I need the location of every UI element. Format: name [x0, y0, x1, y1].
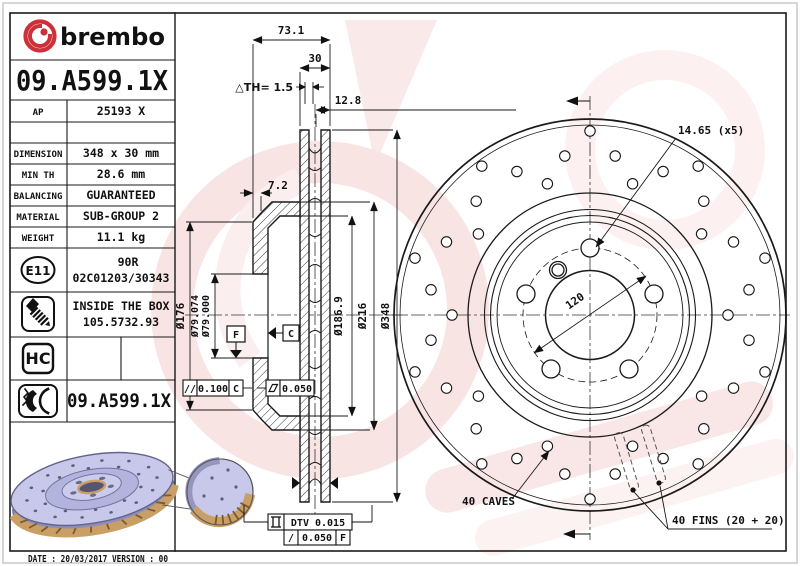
- pad-part-number: 09.A599.1X: [67, 390, 172, 412]
- row-label: MIN TH: [22, 171, 55, 181]
- dtv-runout-tolerances: DTV 0.015 / 0.050 F: [243, 505, 373, 546]
- pad-wear-icon: [18, 384, 58, 418]
- disc-3d-image: [9, 451, 256, 538]
- flatness-tolerance: 0.050: [257, 379, 315, 397]
- datum-f-label: F: [233, 330, 239, 341]
- screw-icon: [21, 296, 55, 332]
- parallelism-symbol: //: [184, 384, 196, 395]
- e11-line2: 02C01203/30343: [73, 271, 170, 285]
- parallelism-datum: C: [233, 384, 239, 395]
- dim-disc-od: Ø348: [379, 303, 392, 331]
- runout-symbol: /: [288, 533, 294, 544]
- label-caves: 40 CAVES: [462, 495, 515, 508]
- bolt-holes: [516, 238, 664, 379]
- parallelism-value: 0.100: [198, 384, 228, 395]
- drilled-holes: [409, 125, 771, 505]
- rotation-arrow-top: [566, 96, 590, 106]
- date-version-line: DATE : 20/03/2017 VERSION : 00: [28, 554, 168, 565]
- dim-bore-upper: Ø79.074: [189, 295, 201, 338]
- row-value: GUARANTEED: [86, 188, 155, 202]
- dim-hat-od: Ø176: [174, 302, 187, 330]
- dim-flange: 7.2: [268, 179, 288, 192]
- disc-face: [393, 118, 787, 512]
- dtv-value: DTV 0.015: [291, 518, 345, 529]
- rotation-arrow-bottom: [563, 529, 590, 539]
- dtv-symbol-icon: [271, 516, 281, 528]
- hc-icon: [21, 342, 55, 375]
- brand-wordmark: brembo: [60, 23, 165, 51]
- box-line1: INSIDE THE BOX: [73, 299, 170, 313]
- row-label: AP: [33, 108, 44, 118]
- dim-hub-od: Ø186.9: [332, 296, 345, 337]
- datum-c-label: C: [288, 329, 294, 340]
- e11-badge-text: E11: [26, 264, 51, 278]
- dim-band-thickness: 30: [308, 52, 321, 65]
- runout-value: 0.050: [302, 533, 332, 544]
- left-panel: brembo 09.A599.1X AP 25193 X DIMENSION 3…: [9, 12, 256, 552]
- dim-bore-lower: Ø79.000: [200, 295, 212, 338]
- label-fins: 40 FINS (20 + 20): [672, 514, 785, 527]
- parallelism-tolerance: // 0.100 C: [182, 379, 252, 397]
- dim-min-th: △TH= 1.5: [235, 81, 293, 94]
- disc-cross-section: [252, 129, 331, 503]
- runout-datum: F: [340, 533, 346, 544]
- row-value: 11.1 kg: [97, 230, 146, 244]
- e11-line1: 90R: [118, 255, 139, 269]
- box-line2: 105.5732.93: [83, 315, 159, 329]
- dimension-lines: [186, 36, 516, 503]
- dim-overall-width: 73.1: [278, 24, 305, 37]
- part-number: 09.A599.1X: [16, 64, 168, 97]
- section-view: 73.1 30 △TH= 1.5 12.8 7.2 Ø176 Ø79.074 Ø…: [174, 24, 516, 546]
- drawing-border: [9, 12, 787, 552]
- row-value: 25193 X: [97, 104, 146, 118]
- row-label: MATERIAL: [16, 213, 60, 223]
- row-label: DIMENSION: [14, 150, 63, 160]
- flatness-symbol-icon: [268, 383, 279, 393]
- dim-offset: 12.8: [335, 94, 362, 107]
- hc-badge-text: HC: [25, 349, 50, 368]
- face-view: 120 14.65 (x5) 40 CAVES 40 FINS (20 + 20…: [388, 96, 790, 540]
- datum-c: C: [268, 324, 300, 342]
- datum-f: F: [226, 325, 246, 358]
- vent-fins: [614, 424, 772, 530]
- flatness-value: 0.050: [282, 384, 312, 395]
- row-value: 28.6 mm: [97, 167, 146, 181]
- detail-magnifier-circle: [185, 457, 256, 528]
- row-label: BALANCING: [14, 192, 63, 202]
- e11-badge-icon: [20, 256, 56, 284]
- dim-inner-od: Ø216: [356, 302, 369, 330]
- row-label: WEIGHT: [22, 234, 55, 244]
- brembo-logo-icon: [23, 19, 57, 53]
- row-value: SUB-GROUP 2: [83, 209, 159, 223]
- dim-bolt-hole: 14.65 (x5): [678, 124, 744, 137]
- row-value: 348 x 30 mm: [83, 146, 159, 160]
